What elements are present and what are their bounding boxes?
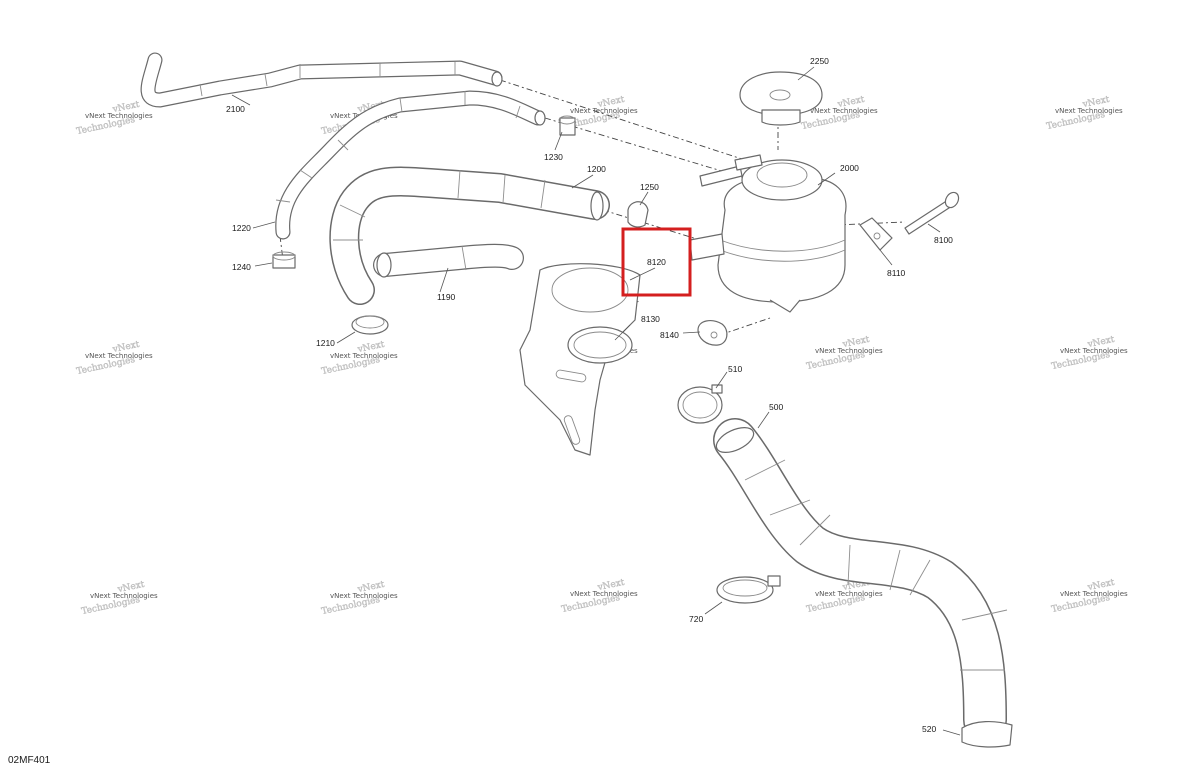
svg-text:vNext Technologies: vNext Technologies [570, 590, 638, 598]
callout-2000[interactable]: 2000 [840, 163, 859, 173]
clamp-520[interactable] [961, 721, 1013, 748]
clamp-510[interactable] [677, 384, 723, 424]
bracket-8110[interactable] [859, 217, 893, 251]
watermark: vNext Technologies vNext Technologies [1050, 334, 1128, 372]
svg-text:vNext Technologies: vNext Technologies [1060, 590, 1128, 598]
watermark: vNext Technologies vNext Technologies [320, 579, 398, 617]
callout-8130[interactable]: 8130 [641, 314, 660, 324]
callout-1200[interactable]: 1200 [587, 164, 606, 174]
hose-1200[interactable] [329, 166, 610, 305]
svg-text:vNext Technologies: vNext Technologies [810, 107, 878, 115]
callout-8120[interactable]: 8120 [647, 257, 666, 267]
diagram-reference-code: 02MF401 [8, 755, 51, 766]
bolt-8100[interactable] [904, 190, 961, 235]
watermark: vNext Technologies vNext Technologies [80, 579, 158, 617]
cap-2250[interactable] [739, 71, 823, 126]
callouts: 2100 2250 1230 2000 1200 1250 8100 1220 … [226, 56, 953, 734]
hose-1220[interactable] [275, 90, 546, 240]
callout-510[interactable]: 510 [728, 364, 742, 374]
svg-text:vNext Technologies: vNext Technologies [85, 352, 153, 360]
watermark: vNext Technologies vNext Technologies [75, 99, 153, 137]
watermark: vNext Technologies vNext Technologies [75, 339, 153, 377]
callout-8110[interactable]: 8110 [887, 268, 906, 278]
callout-1190[interactable]: 1190 [437, 292, 456, 302]
svg-text:vNext Technologies: vNext Technologies [1055, 107, 1123, 115]
svg-text:vNext Technologies: vNext Technologies [330, 352, 398, 360]
svg-text:vNext Technologies: vNext Technologies [1060, 347, 1128, 355]
callout-1250[interactable]: 1250 [640, 182, 659, 192]
reservoir-2000[interactable] [689, 154, 847, 313]
callout-1230[interactable]: 1230 [544, 152, 563, 162]
callout-8100[interactable]: 8100 [934, 235, 953, 245]
clamp-1250[interactable] [627, 201, 649, 228]
callout-8140[interactable]: 8140 [660, 330, 679, 340]
callout-1210[interactable]: 1210 [316, 338, 335, 348]
watermark: vNext Technologies vNext Technologies [560, 577, 638, 615]
highlight-box [621, 227, 692, 297]
svg-text:vNext Technologies: vNext Technologies [815, 590, 883, 598]
clamp-1210[interactable] [351, 315, 389, 335]
svg-text:vNext Technologies: vNext Technologies [90, 592, 158, 600]
leader-lines [231, 66, 961, 736]
callout-1220[interactable]: 1220 [232, 223, 251, 233]
svg-text:vNext Technologies: vNext Technologies [330, 592, 398, 600]
clamp-1230[interactable] [558, 115, 576, 136]
hose-500[interactable] [713, 418, 1008, 742]
callout-500[interactable]: 500 [769, 402, 783, 412]
callout-720[interactable]: 720 [689, 614, 703, 624]
svg-text:vNext Technologies: vNext Technologies [815, 347, 883, 355]
svg-text:vNext Technologies: vNext Technologies [85, 112, 153, 120]
watermark: vNext Technologies vNext Technologies [805, 334, 883, 372]
clamp-1240[interactable] [272, 251, 296, 269]
hose-1190[interactable] [373, 243, 524, 278]
callout-2100[interactable]: 2100 [226, 104, 245, 114]
callout-520[interactable]: 520 [922, 724, 936, 734]
watermark: vNext Technologies vNext Technologies [1050, 577, 1128, 615]
hose-2100[interactable] [140, 52, 503, 108]
callout-2250[interactable]: 2250 [810, 56, 829, 66]
svg-text:vNext Technologies: vNext Technologies [570, 107, 638, 115]
callout-1240[interactable]: 1240 [232, 262, 251, 272]
grommet-8140[interactable] [697, 320, 728, 346]
watermark: vNext Technologies vNext Technologies [1045, 94, 1123, 132]
clamp-720[interactable] [716, 575, 781, 604]
